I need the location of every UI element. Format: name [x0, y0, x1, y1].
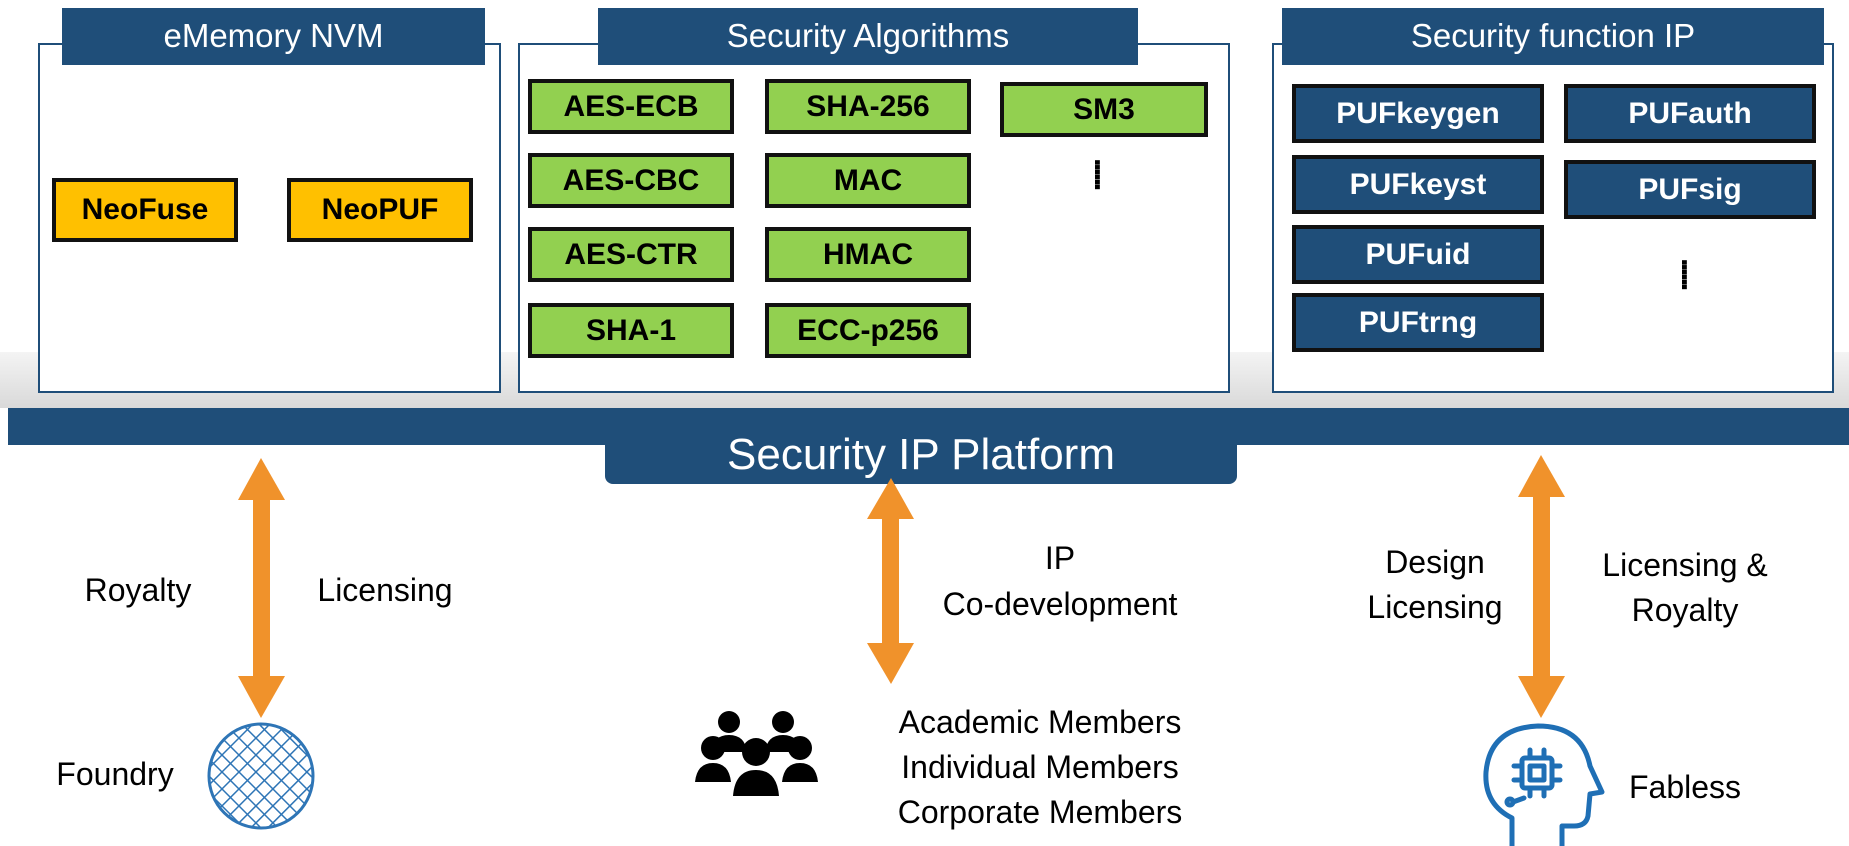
- box-mac: MAC: [765, 153, 971, 208]
- box-pufauth: PUFauth: [1564, 84, 1816, 143]
- algorithms-panel-title: Security Algorithms: [598, 8, 1138, 65]
- head-chip-icon: [1483, 723, 1605, 846]
- box-aes-ctr: AES-CTR: [528, 227, 734, 282]
- member-corporate: Corporate Members: [897, 794, 1183, 830]
- box-aes-ecb: AES-ECB: [528, 79, 734, 134]
- label-ip: IP: [1044, 540, 1076, 576]
- arrow-middle: [867, 478, 914, 684]
- label-design-licensing: Licensing: [1367, 589, 1503, 625]
- nvm-panel-title: eMemory NVM: [62, 8, 485, 65]
- arrow-right: [1518, 455, 1565, 718]
- box-pufsig: PUFsig: [1564, 160, 1816, 219]
- box-sha-256: SHA-256: [765, 79, 971, 134]
- box-pufkeygen: PUFkeygen: [1292, 84, 1544, 143]
- box-pufkeyst: PUFkeyst: [1292, 155, 1544, 214]
- box-ecc-p256: ECC-p256: [765, 303, 971, 358]
- box-neopuf: NeoPUF: [287, 178, 473, 242]
- box-hmac: HMAC: [765, 227, 971, 282]
- label-royalty: Royalty: [84, 572, 192, 608]
- box-puftrng: PUFtrng: [1292, 293, 1544, 352]
- box-sm3: SM3: [1000, 82, 1208, 137]
- box-aes-cbc: AES-CBC: [528, 153, 734, 208]
- label-licensing-and: Licensing &: [1602, 547, 1768, 583]
- function-ip-panel-title: Security function IP: [1282, 8, 1824, 65]
- label-foundry: Foundry: [56, 756, 174, 792]
- wafer-icon: [207, 722, 315, 830]
- box-neofuse: NeoFuse: [52, 178, 238, 242]
- label-licensing: Licensing: [317, 572, 453, 608]
- box-sha-1: SHA-1: [528, 303, 734, 358]
- label-royalty-right: Royalty: [1631, 592, 1739, 628]
- label-design: Design: [1385, 544, 1485, 580]
- people-group-icon: [695, 711, 818, 796]
- arrow-left: [238, 458, 285, 718]
- platform-label: Security IP Platform: [605, 430, 1237, 484]
- label-co-development: Co-development: [942, 586, 1178, 622]
- label-fabless: Fabless: [1628, 769, 1742, 805]
- member-academic: Academic Members: [898, 704, 1182, 740]
- member-individual: Individual Members: [901, 749, 1179, 785]
- box-pufuid: PUFuid: [1292, 225, 1544, 284]
